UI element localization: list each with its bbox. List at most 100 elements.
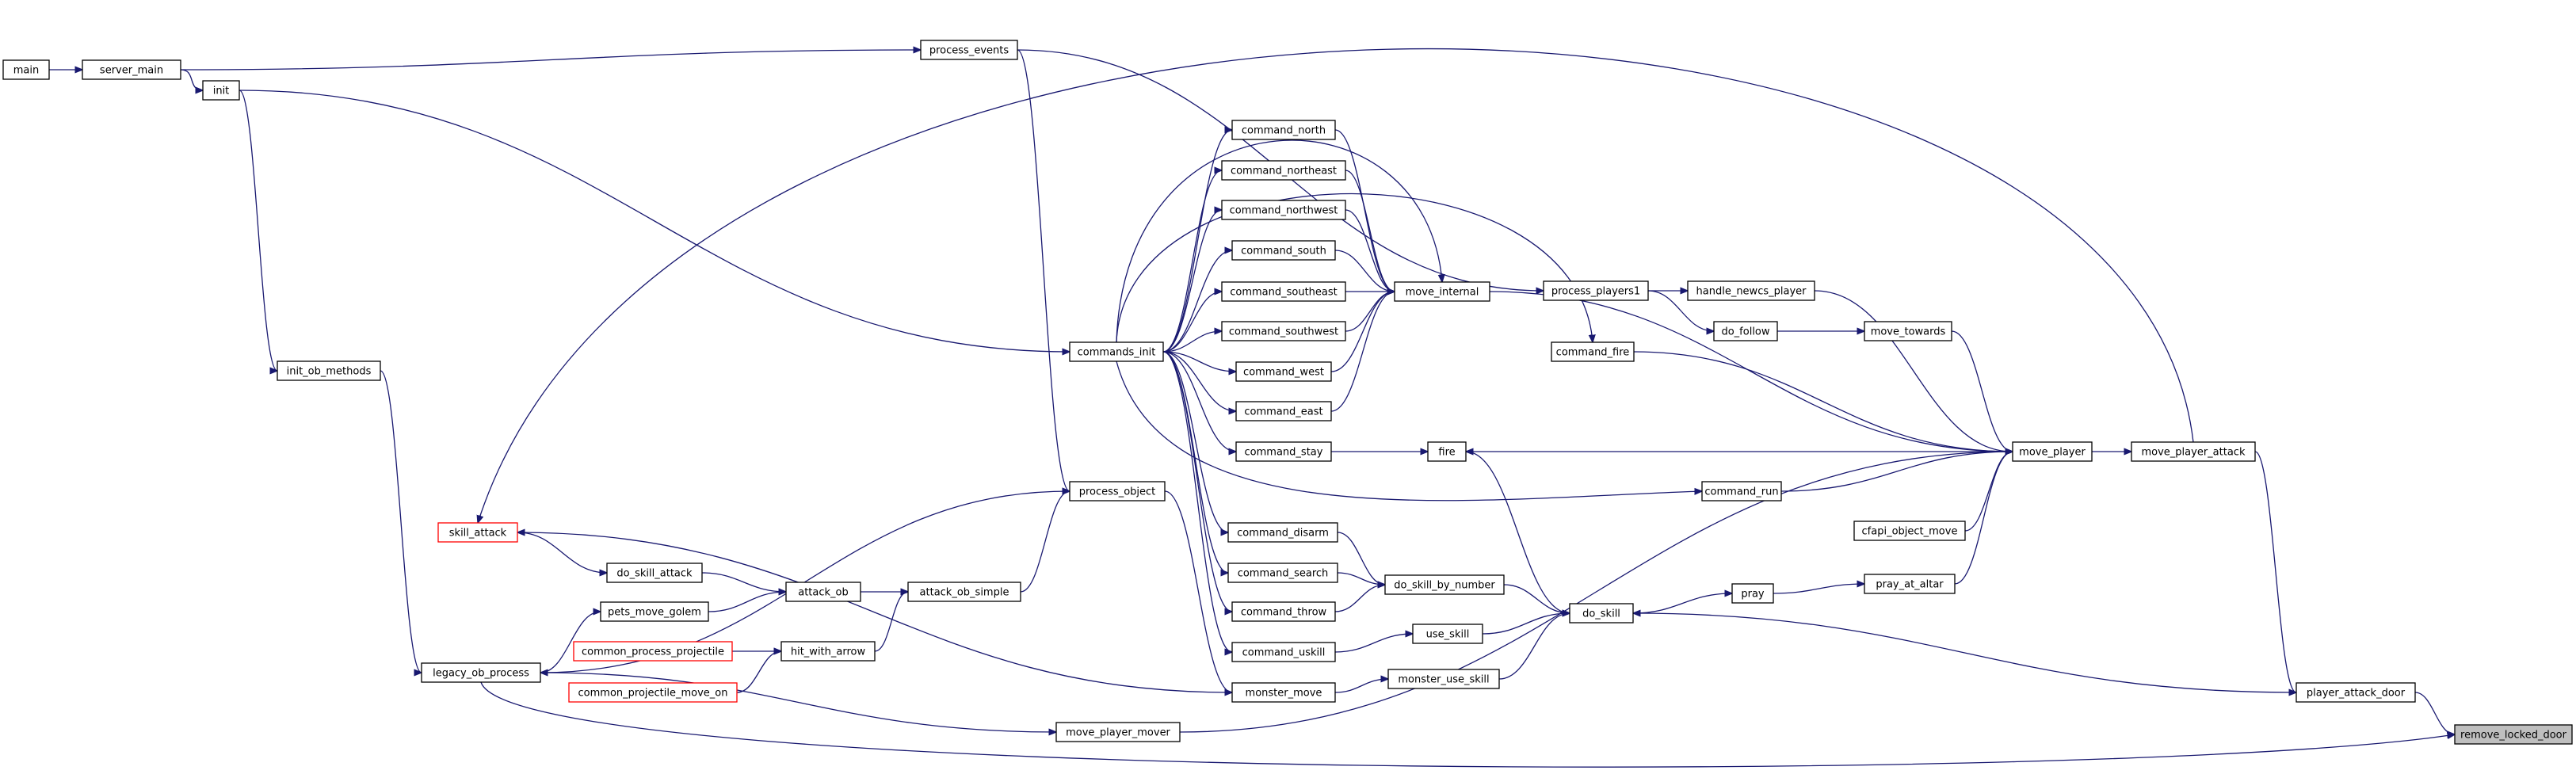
node-pets-move-golem[interactable]: pets_move_golem	[600, 601, 709, 622]
node-command-disarm[interactable]: command_disarm	[1227, 522, 1338, 543]
node-do-skill-attack[interactable]: do_skill_attack	[606, 563, 703, 583]
edge-command_disarm-to-do_skill_by_number	[1337, 532, 1385, 585]
edge-line	[1345, 170, 1395, 292]
node-init-ob-methods[interactable]: init_ob_methods	[277, 360, 381, 381]
edge-line	[1162, 210, 1222, 353]
node-fire[interactable]: fire	[1427, 441, 1467, 462]
node-do-skill[interactable]: do_skill	[1569, 603, 1634, 624]
edge-line	[478, 48, 2194, 523]
node-command-southeast[interactable]: command_southeast	[1221, 281, 1346, 302]
node-label: use_skill	[1426, 629, 1470, 641]
edge-do_skill-to-pray	[1632, 593, 1732, 614]
node-pray[interactable]: pray	[1731, 583, 1774, 604]
node-command-stay[interactable]: command_stay	[1235, 441, 1332, 462]
node-command-throw[interactable]: command_throw	[1231, 601, 1336, 622]
edge-commands_init-to-move_internal	[1116, 139, 1442, 343]
node-label: handle_newcs_player	[1696, 286, 1807, 298]
node-command-uskill[interactable]: command_uskill	[1231, 642, 1336, 662]
edge-init_ob_methods-to-legacy_ob_process	[380, 370, 422, 673]
edge-line	[239, 90, 278, 371]
edge-line	[1162, 351, 1232, 612]
node-do-follow[interactable]: do_follow	[1713, 321, 1778, 341]
node-monster-move[interactable]: monster_move	[1231, 682, 1336, 703]
node-label: move_player_attack	[2142, 447, 2246, 459]
node-command-east[interactable]: command_east	[1235, 401, 1332, 421]
edge-process_players1-to-do_follow	[1647, 290, 1714, 331]
node-box	[437, 522, 518, 543]
node-move-towards[interactable]: move_towards	[1864, 321, 1952, 341]
node-command-run[interactable]: command_run	[1701, 481, 1782, 502]
node-move-player-mover[interactable]: move_player_mover	[1055, 722, 1181, 742]
edge-commands_init-to-command_fire	[1116, 193, 1593, 343]
node-common-projectile-move-on[interactable]: common_projectile_move_on	[568, 682, 738, 703]
edge-line	[1017, 49, 1070, 491]
node-process-players1[interactable]: process_players1	[1543, 280, 1649, 301]
node-player-attack-door[interactable]: player_attack_door	[2296, 682, 2416, 703]
edge-line	[1773, 584, 1864, 594]
edge-line	[1345, 292, 1395, 332]
node-attack-ob-simple[interactable]: attack_ob_simple	[907, 582, 1021, 602]
node-box	[1569, 603, 1634, 624]
edge-pray_at_altar-to-move_player	[1954, 452, 2013, 585]
node-label: command_run	[1704, 486, 1778, 498]
node-move-player-attack[interactable]: move_player_attack	[2131, 441, 2256, 462]
edge-do_skill_by_number-to-do_skill	[1503, 584, 1570, 613]
edge-move_player_attack-to-skill_attack	[478, 48, 2194, 523]
node-label: pets_move_golem	[608, 607, 701, 619]
node-command-southwest[interactable]: command_southwest	[1221, 321, 1346, 341]
node-move-internal[interactable]: move_internal	[1394, 281, 1490, 302]
node-label: player_attack_door	[2307, 688, 2406, 700]
node-commands-init[interactable]: commands_init	[1069, 341, 1164, 362]
edge-line	[1116, 360, 1702, 502]
node-box	[1427, 441, 1467, 462]
node-box	[1231, 240, 1336, 261]
node-label: pray	[1741, 589, 1765, 601]
node-move-player[interactable]: move_player	[2012, 441, 2093, 462]
node-command-south[interactable]: command_south	[1231, 240, 1336, 261]
node-do-skill-by-number[interactable]: do_skill_by_number	[1384, 574, 1505, 595]
edge-line	[1647, 290, 1714, 331]
node-label: move_towards	[1871, 326, 1946, 338]
node-cfapi-object-move[interactable]: cfapi_object_move	[1853, 521, 1966, 541]
node-remove-locked-door[interactable]: remove_locked_door	[2454, 724, 2573, 745]
node-hit-with-arrow[interactable]: hit_with_arrow	[780, 641, 876, 662]
node-server-main[interactable]: server_main	[82, 59, 181, 80]
node-box	[573, 641, 733, 662]
edge-commands_init-to-command_south	[1162, 250, 1232, 353]
node-command-search[interactable]: command_search	[1227, 563, 1338, 583]
node-handle-newcs-player[interactable]: handle_newcs_player	[1687, 280, 1815, 301]
node-attack-ob[interactable]: attack_ob	[785, 582, 861, 602]
edge-line	[517, 532, 607, 573]
edge-line	[1503, 584, 1570, 613]
edge-command_northwest-to-move_internal	[1345, 209, 1395, 292]
edge-line	[1334, 679, 1388, 693]
edge-commands_init-to-command_throw	[1162, 351, 1232, 612]
node-command-north[interactable]: command_north	[1231, 120, 1336, 140]
node-box	[1394, 281, 1490, 302]
edge-line	[1964, 452, 2013, 532]
edge-line	[1162, 351, 1232, 652]
node-use-skill[interactable]: use_skill	[1412, 624, 1483, 644]
node-command-west[interactable]: command_west	[1235, 361, 1332, 382]
edge-do_skill_attack-to-attack_ob	[701, 572, 786, 592]
node-box	[1543, 280, 1649, 301]
node-pray-at-altar[interactable]: pray_at_altar	[1864, 574, 1956, 594]
node-label: main	[13, 65, 39, 77]
node-legacy-ob-process[interactable]: legacy_ob_process	[421, 662, 541, 683]
node-command-northwest[interactable]: command_northwest	[1221, 200, 1346, 220]
node-command-fire[interactable]: command_fire	[1551, 341, 1635, 362]
node-command-northeast[interactable]: command_northeast	[1221, 160, 1346, 181]
node-init[interactable]: init	[202, 80, 240, 101]
node-main[interactable]: main	[2, 59, 50, 80]
node-process-object[interactable]: process_object	[1069, 481, 1166, 502]
node-process-events[interactable]: process_events	[920, 40, 1018, 60]
node-monster-use-skill[interactable]: monster_use_skill	[1387, 669, 1500, 689]
node-label: command_east	[1244, 406, 1322, 418]
edge-fire-to-do_skill	[1465, 451, 1570, 613]
node-label: command_west	[1243, 367, 1324, 379]
node-box	[600, 601, 709, 622]
node-skill-attack[interactable]: skill_attack	[437, 522, 518, 543]
node-box	[1221, 321, 1346, 341]
node-label: command_south	[1241, 246, 1326, 257]
node-common-process-projectile[interactable]: common_process_projectile	[573, 641, 733, 662]
